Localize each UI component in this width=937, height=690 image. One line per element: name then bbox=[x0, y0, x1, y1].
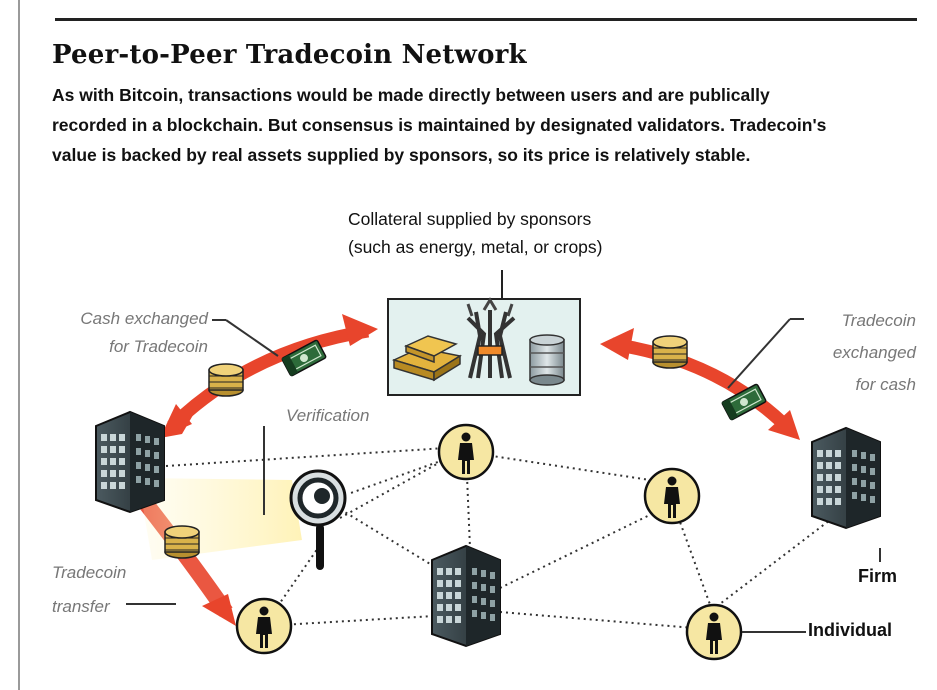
tradecoin-transfer-label: Tradecoin transfer bbox=[52, 556, 126, 624]
person-icon bbox=[685, 603, 743, 661]
left-rule bbox=[18, 0, 20, 690]
collateral-label-line-1: Collateral supplied by sponsors bbox=[348, 209, 592, 229]
tradecoin-exchanged-line-1: Tradecoin bbox=[841, 311, 916, 330]
figure-title: Peer-to-Peer Tradecoin Network bbox=[52, 40, 527, 70]
cash-exchanged-leader bbox=[225, 319, 279, 357]
tradecoin-transfer-line-1: Tradecoin bbox=[52, 563, 127, 582]
coin-stack-icon bbox=[164, 525, 200, 559]
building-icon bbox=[95, 411, 165, 513]
tradecoin-transfer-line-2: transfer bbox=[52, 597, 110, 616]
intro-text: As with Bitcoin, transactions would be m… bbox=[52, 80, 922, 170]
magnifier-icon bbox=[289, 469, 347, 570]
coin-stack-icon bbox=[208, 363, 244, 397]
tradecoin-exchange-arrow bbox=[600, 328, 800, 440]
cash-exchanged-label: Cash exchanged for Tradecoin bbox=[58, 305, 208, 361]
cash-exchange-arrow bbox=[160, 314, 378, 438]
intro-line-3: value is backed by real assets supplied … bbox=[52, 145, 751, 165]
tradecoin-exchanged-label: Tradecoin exchanged for cash bbox=[808, 305, 916, 401]
person-icon bbox=[643, 467, 701, 525]
oil-barrel-icon bbox=[529, 334, 565, 386]
firm-label: Firm bbox=[858, 566, 898, 586]
individual-label: Individual bbox=[808, 620, 893, 640]
building-icon bbox=[811, 427, 881, 529]
tradecoin-exchanged-line-3: for cash bbox=[855, 375, 916, 394]
top-rule bbox=[55, 18, 917, 21]
crops-bundle-icon bbox=[466, 297, 516, 379]
intro-line-1: As with Bitcoin, transactions would be m… bbox=[52, 85, 770, 105]
building-icon bbox=[431, 545, 501, 647]
gold-bars-icon bbox=[391, 335, 463, 382]
verification-label: Verification bbox=[286, 406, 370, 425]
person-icon bbox=[235, 597, 293, 655]
person-icon bbox=[437, 423, 495, 481]
cash-exchanged-line-1: Cash exchanged bbox=[80, 309, 208, 328]
collateral-label: Collateral supplied by sponsors (such as… bbox=[348, 205, 603, 261]
collateral-label-line-2: (such as energy, metal, or crops) bbox=[348, 237, 603, 257]
cash-exchanged-line-2: for Tradecoin bbox=[109, 337, 208, 356]
coin-stack-icon bbox=[652, 335, 688, 369]
intro-line-2: recorded in a blockchain. But consensus … bbox=[52, 115, 827, 135]
tradecoin-exchanged-leader bbox=[727, 318, 791, 389]
tradecoin-exchanged-line-2: exchanged bbox=[832, 343, 916, 362]
